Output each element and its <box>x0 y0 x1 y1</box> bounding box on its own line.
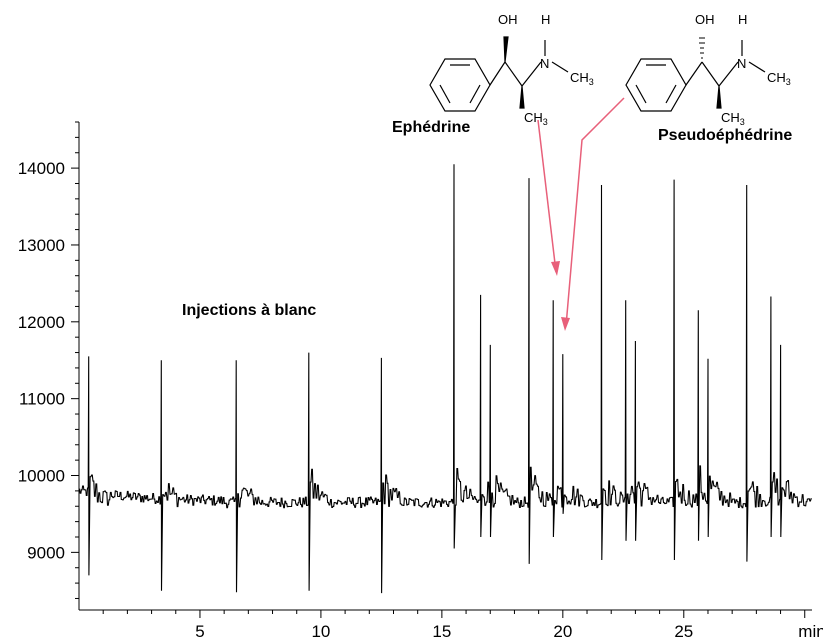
x-axis-unit: min <box>798 622 823 641</box>
bond <box>718 61 739 87</box>
benzene-ring <box>429 58 491 112</box>
bond <box>489 61 506 86</box>
x-tick-label: 5 <box>195 622 204 641</box>
x-tick-label: 20 <box>553 622 572 641</box>
bond <box>551 61 569 73</box>
label-ch3-down: CH3 <box>721 110 745 127</box>
ring-double-bond <box>469 84 481 104</box>
axes: 9000 10000 11000 12000 13000 14000 5 10 15 20 25 mi… <box>18 121 823 641</box>
ring-double-bond <box>665 84 677 104</box>
label-h: H <box>541 12 550 27</box>
trace-group <box>79 164 812 594</box>
pseudoephedrine-arrowhead <box>561 317 570 331</box>
wedge-bond <box>519 85 525 109</box>
wedge-bond <box>503 36 509 63</box>
label-oh: OH <box>695 12 715 27</box>
benzene-ring <box>625 58 687 112</box>
x-tick-label: 25 <box>674 622 693 641</box>
y-tick-label: 9000 <box>27 543 65 562</box>
label-n: N <box>737 56 746 71</box>
bond <box>748 61 766 73</box>
pseudoephedrine-structure <box>625 37 766 112</box>
annotation-ephedrine: Ephédrine <box>392 119 470 136</box>
y-tick-label: 10000 <box>18 467 65 486</box>
y-tick-label: 14000 <box>18 159 65 178</box>
pointer-arrows <box>537 97 625 331</box>
label-ch3-right: CH3 <box>570 70 594 87</box>
x-tick-label: 10 <box>311 622 330 641</box>
ring-double-bond <box>439 84 451 104</box>
series-line <box>79 164 812 594</box>
bond <box>701 61 720 87</box>
ephedrine-arrow <box>537 119 557 273</box>
bond <box>521 61 542 87</box>
ephedrine-structure <box>429 36 569 112</box>
label-oh: OH <box>498 12 518 27</box>
bond <box>685 61 703 86</box>
annotation-pseudoephedrine: Pseudoéphédrine <box>658 127 792 144</box>
wedge-bond <box>716 85 722 109</box>
annotation-blank-injections: Injections à blanc <box>182 302 316 319</box>
ring-double-bond <box>635 84 647 104</box>
ephedrine-arrowhead <box>551 261 560 276</box>
bond <box>504 61 523 87</box>
pseudoephedrine-arrow <box>565 97 625 327</box>
label-ch3-down: CH3 <box>524 110 548 127</box>
y-tick-label: 11000 <box>19 390 65 409</box>
label-h: H <box>738 12 747 27</box>
label-ch3-right: CH3 <box>767 70 791 87</box>
label-n: N <box>540 56 549 71</box>
hashed-bond <box>699 37 705 59</box>
y-tick-label: 12000 <box>18 313 65 332</box>
ephedrine-labels: OH H N CH3 CH3 <box>498 12 594 127</box>
x-tick-label: 15 <box>432 622 451 641</box>
y-tick-label: 13000 <box>18 236 65 255</box>
pseudoephedrine-labels: OH H N CH3 CH3 <box>695 12 791 127</box>
